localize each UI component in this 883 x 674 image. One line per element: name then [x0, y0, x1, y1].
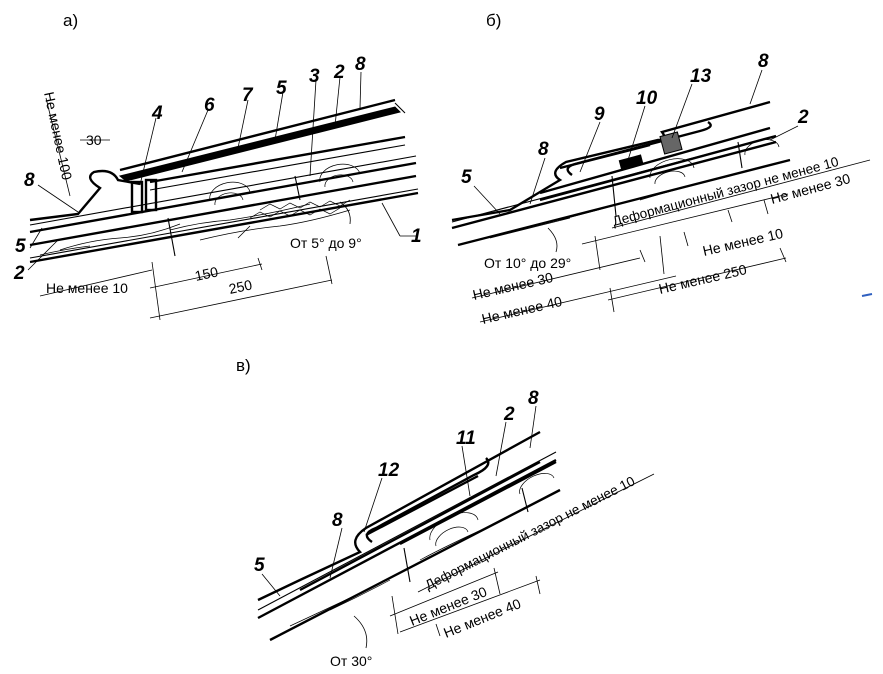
panel-c-dimension-lines	[353, 473, 655, 649]
panel-c: в)	[236, 356, 655, 669]
panel-a-boards	[29, 135, 419, 264]
label-c-5: 5	[254, 555, 265, 576]
label-c-8: 8	[332, 510, 343, 531]
label-5b: 5	[276, 78, 287, 99]
label-5: 5	[15, 236, 26, 257]
label-8: 8	[355, 54, 366, 75]
label-b-13: 13	[690, 66, 712, 87]
dim-30: 30	[86, 132, 102, 148]
label-b-9: 9	[594, 104, 605, 125]
label-2b: 2	[333, 62, 345, 83]
panel-c-roofing-sheet	[257, 430, 541, 602]
stray-mark	[861, 293, 873, 297]
panel-b-letter: б)	[486, 11, 501, 30]
panel-a-leaders	[27, 71, 418, 271]
panel-c-boards	[257, 451, 561, 642]
label-b-8b: 8	[758, 51, 769, 72]
dim-c-angle: От 30°	[330, 653, 372, 669]
dim-overlap: Не менее 100	[41, 90, 75, 181]
label-2: 2	[13, 263, 25, 284]
panel-c-letter: в)	[236, 356, 251, 375]
label-c-2: 2	[503, 404, 515, 425]
label-b-5: 5	[461, 167, 472, 188]
label-c-8b: 8	[528, 388, 539, 409]
label-c-12: 12	[378, 460, 400, 481]
panel-a-roofing-sheet	[29, 98, 406, 222]
panel-a-dimension-lines	[39, 97, 351, 321]
dim-angle: От 5° до 9°	[290, 235, 362, 251]
label-b-8: 8	[538, 139, 549, 160]
panel-b-leaders	[473, 69, 799, 215]
panel-a: а)	[13, 11, 422, 321]
label-6: 6	[204, 95, 215, 116]
label-1: 1	[411, 226, 422, 247]
panel-b-roofing-sheet	[451, 100, 771, 222]
label-b-2: 2	[797, 107, 809, 128]
panel-b: б)	[451, 11, 871, 327]
panel-b-dimension-lines	[471, 159, 871, 323]
label-4: 4	[151, 103, 163, 124]
dim-250: 250	[227, 276, 253, 297]
label-c-11: 11	[456, 428, 476, 449]
label-b-10: 10	[636, 88, 658, 109]
panel-a-letter: а)	[63, 11, 78, 30]
dim-min10: Не менее 10	[46, 280, 128, 296]
dim-b-min250: Не менее 250	[657, 261, 748, 297]
label-7: 7	[242, 85, 254, 106]
label-8b: 8	[24, 170, 35, 191]
panel-c-leaders	[261, 405, 537, 597]
dim-150: 150	[193, 263, 219, 284]
dim-b-min10: Не менее 10	[701, 225, 785, 259]
panel-b-boards	[451, 134, 791, 247]
dim-b-angle: От 10° до 29°	[484, 255, 571, 271]
label-3: 3	[309, 66, 320, 87]
dim-c-gap: Деформационный зазор не менее 10	[423, 473, 638, 592]
